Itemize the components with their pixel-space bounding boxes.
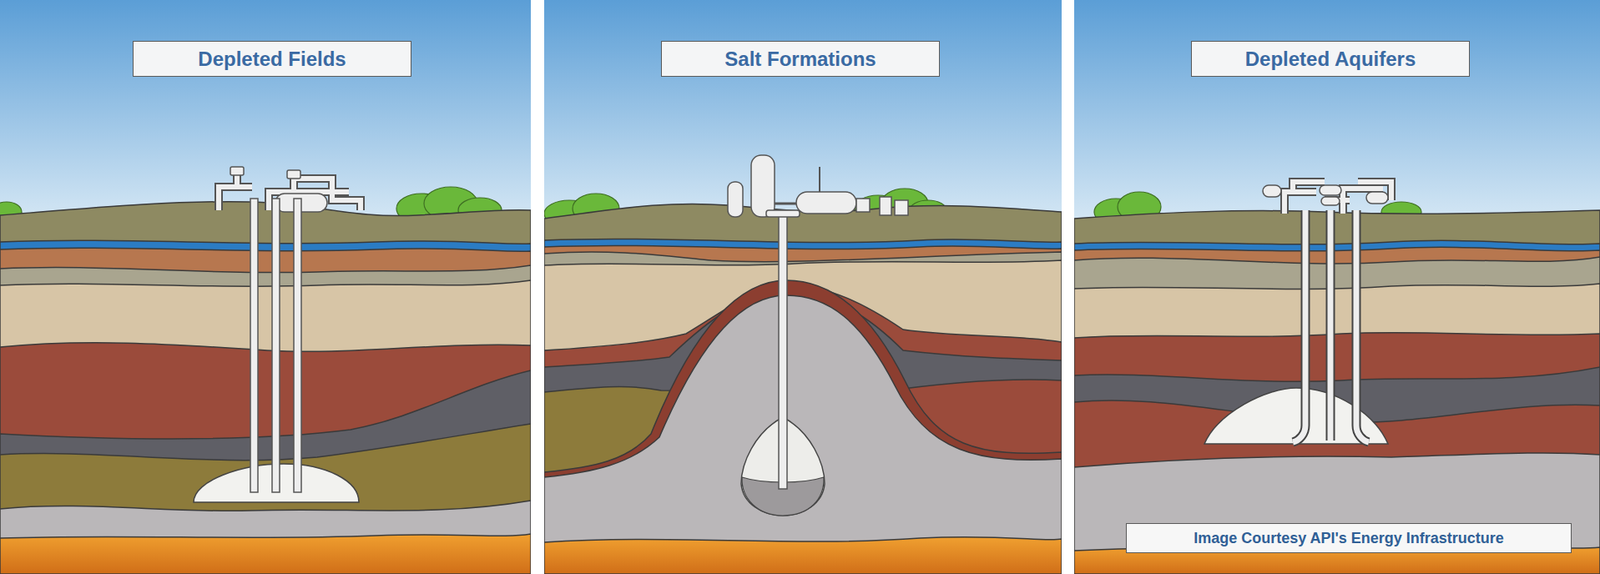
panel-title-box: Depleted Fields bbox=[132, 40, 412, 77]
credit-box: Image Courtesy API's Energy Infrastructu… bbox=[1125, 523, 1572, 554]
panel-title: Depleted Fields bbox=[148, 46, 396, 71]
panel-title-box: Salt Formations bbox=[661, 40, 940, 77]
panel-title: Depleted Aquifers bbox=[1206, 46, 1454, 71]
depleted-fields-illustration bbox=[0, 0, 531, 574]
depleted-aquifers-illustration bbox=[1074, 0, 1600, 574]
panel-title: Salt Formations bbox=[676, 46, 924, 71]
panel-title-box: Depleted Aquifers bbox=[1191, 40, 1470, 77]
credit-text: Image Courtesy API's Energy Infrastructu… bbox=[1138, 528, 1560, 549]
salt-formations-illustration bbox=[544, 0, 1062, 574]
